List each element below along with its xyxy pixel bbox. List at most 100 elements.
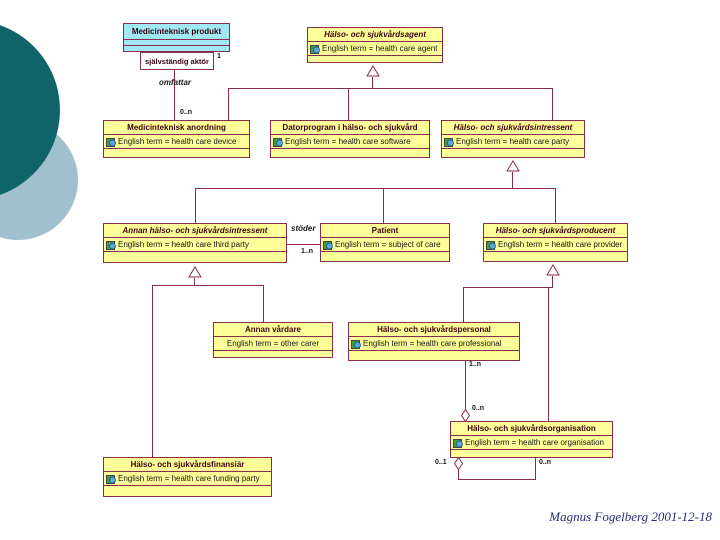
class-compartment <box>349 350 519 360</box>
multiplicity-label: 1 <box>217 53 221 60</box>
class-compartment <box>104 251 286 262</box>
multiplicity-label: 0..n <box>472 405 485 412</box>
attribute-icon <box>444 137 454 147</box>
generalization-line <box>263 285 264 322</box>
class-compartment <box>104 148 249 157</box>
attribute-text: English term = health care third party <box>118 240 249 249</box>
class-box-anordning: Medicinteknisk anordning English term = … <box>103 120 250 158</box>
generalization-line <box>512 172 513 188</box>
generalization-line <box>552 88 553 120</box>
class-box-annan-intressent: Annan hälso- och sjukvårdsintressent Eng… <box>103 223 287 263</box>
class-attribute: English term = health care software <box>271 134 429 148</box>
class-title: Hälso- och sjukvårdsproducent <box>495 226 616 235</box>
attribute-icon <box>351 339 361 349</box>
multiplicity-label: 0..n <box>539 459 552 466</box>
attribute-text: English term = subject of care <box>335 240 441 249</box>
attribute-icon <box>106 474 116 484</box>
class-title: Hälso- och sjukvårdsorganisation <box>467 424 596 433</box>
class-box-agent: Hälso- och sjukvårdsagent English term =… <box>307 27 443 63</box>
generalization-line <box>383 188 384 223</box>
generalization-line <box>552 276 553 287</box>
class-attribute: English term = health care provider <box>484 237 627 251</box>
attribute-text: English term = health care professional <box>363 339 502 348</box>
class-title: Hälso- och sjukvårdsintressent <box>453 123 573 132</box>
generalization-triangle-icon <box>546 264 560 276</box>
class-compartment <box>124 39 229 45</box>
class-title: Annan vårdare <box>244 325 302 334</box>
attribute-text: English term = health care party <box>456 137 570 146</box>
attribute-text: English term = health care provider <box>498 240 623 249</box>
multiplicity-label: 0..n <box>180 109 193 116</box>
class-attribute: English term = health care third party <box>104 237 286 251</box>
attribute-text: English term = other carer <box>226 339 320 348</box>
generalization-line <box>348 88 349 120</box>
self-association-line <box>535 458 536 479</box>
class-title: Hälso- och sjukvårdsagent <box>324 30 426 39</box>
class-attribute: English term = health care agent <box>308 41 442 55</box>
multiplicity-label: 1..n <box>301 248 314 255</box>
multiplicity-label: 1..n <box>469 361 482 368</box>
generalization-line <box>548 287 549 421</box>
class-attribute: English term = health care party <box>442 134 584 148</box>
aggregation-line-personal <box>465 361 466 410</box>
class-title: Hälso- och sjukvårdsfinansiär <box>130 460 245 469</box>
generalization-triangle-icon <box>188 266 202 278</box>
class-box-produkt: Medicinteknisk produkt <box>123 23 230 52</box>
attribute-text: English term = health care agent <box>322 44 438 53</box>
class-compartment <box>124 45 229 51</box>
class-box-patient: Patient English term = subject of care <box>320 223 450 262</box>
attribute-icon <box>106 240 116 250</box>
class-compartment <box>214 350 332 357</box>
generalization-line <box>228 88 229 120</box>
class-compartment <box>104 485 271 496</box>
association-line-stoder <box>287 244 320 245</box>
multiplicity-label: 0..1 <box>435 459 447 466</box>
attribute-icon <box>323 240 333 250</box>
class-title: Hälso- och sjukvårdspersonal <box>377 325 491 334</box>
generalization-line <box>228 88 553 89</box>
attribute-text: English term = health care device <box>118 137 237 146</box>
class-box-producent: Hälso- och sjukvårdsproducent English te… <box>483 223 628 262</box>
class-box-annan-vardare: Annan vårdare English term = other carer <box>213 322 333 358</box>
class-compartment <box>321 251 449 261</box>
class-title: Medicinteknisk produkt <box>131 27 222 36</box>
class-compartment <box>484 251 627 261</box>
generalization-line <box>195 188 196 223</box>
generalization-line <box>152 285 153 457</box>
generalization-triangle-icon <box>366 65 380 77</box>
generalization-triangle-icon <box>506 160 520 172</box>
class-title: Patient <box>371 226 399 235</box>
class-attribute: English term = health care device <box>104 134 249 148</box>
attribute-icon <box>453 438 463 448</box>
class-compartment <box>271 148 429 157</box>
class-box-org: Hälso- och sjukvårdsorganisation English… <box>450 421 613 458</box>
class-title: Medicinteknisk anordning <box>127 123 226 132</box>
class-compartment <box>451 449 612 457</box>
attribute-text: English term = health care funding party <box>118 474 260 483</box>
footer-credit: Magnus Fogelberg 2001-12-18 <box>549 509 712 524</box>
generalization-line <box>372 77 373 88</box>
class-attribute: English term = health care funding party <box>104 471 271 485</box>
class-attribute: English term = subject of care <box>321 237 449 251</box>
association-label-stoder: stöder <box>291 224 316 233</box>
generalization-line <box>463 287 464 322</box>
class-compartment <box>442 148 584 157</box>
class-box-intressent: Hälso- och sjukvårdsintressent English t… <box>441 120 585 158</box>
class-box-personal: Hälso- och sjukvårdspersonal English ter… <box>348 322 520 361</box>
attribute-icon <box>310 44 320 54</box>
class-box-finansiar: Hälso- och sjukvårdsfinansiär English te… <box>103 457 272 497</box>
generalization-line <box>152 285 264 286</box>
attribute-icon <box>486 240 496 250</box>
generalization-line <box>463 287 553 288</box>
attribute-icon <box>106 137 116 147</box>
role-label-box: självständig aktör <box>140 52 214 70</box>
class-attribute: English term = health care professional <box>349 336 519 350</box>
generalization-line <box>555 188 556 223</box>
class-attribute: English term = other carer <box>214 336 332 350</box>
self-association-line <box>458 479 536 480</box>
class-title: Datorprogram i hälso- och sjukvård <box>282 123 418 132</box>
class-title: Annan hälso- och sjukvårdsintressent <box>122 226 268 235</box>
attribute-text: English term = health care organisation <box>465 438 604 447</box>
attribute-text: English term = health care software <box>285 137 411 146</box>
generalization-line <box>194 278 195 285</box>
